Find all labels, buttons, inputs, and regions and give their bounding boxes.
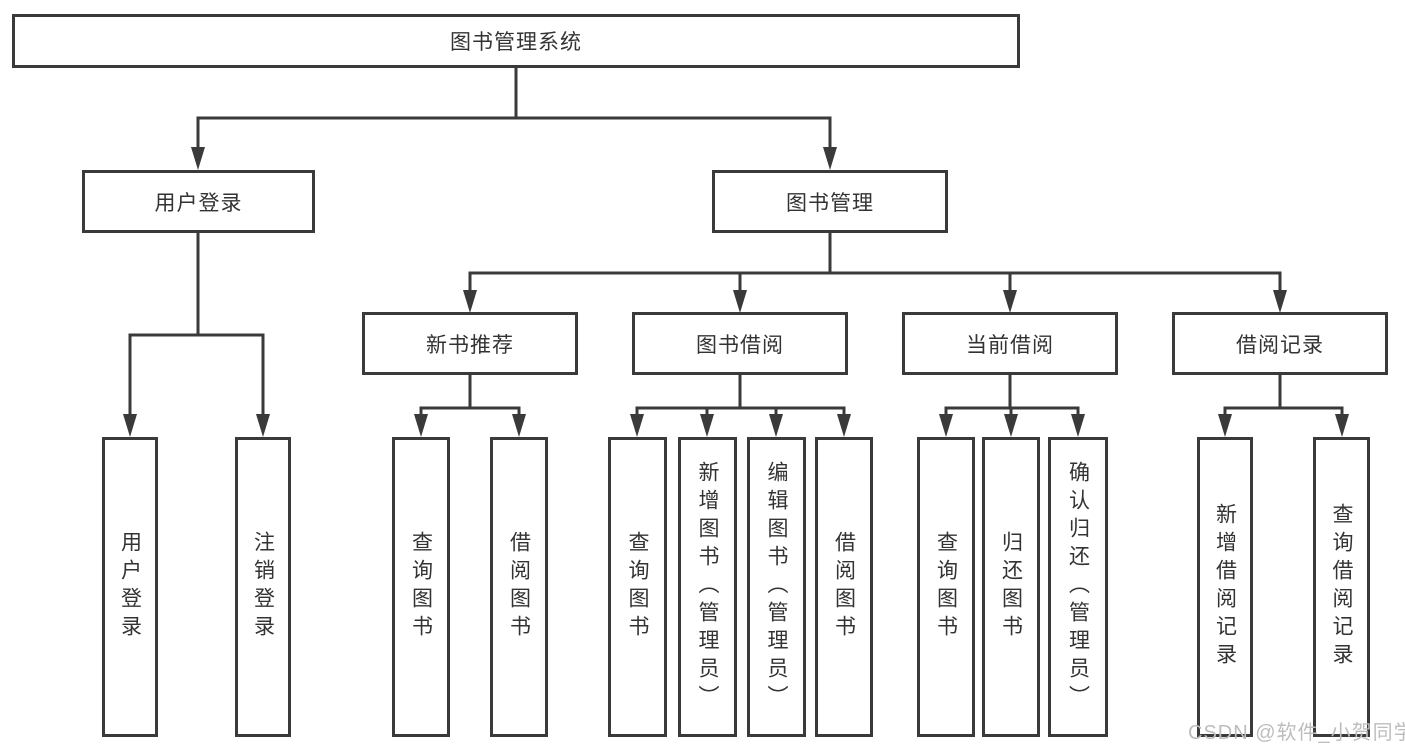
leaf-logout: 注销登录 xyxy=(235,437,291,737)
leaf-br-query-record-label: 查询借阅记录 xyxy=(1330,503,1353,671)
node-user-login: 用户登录 xyxy=(82,170,315,233)
leaf-bb-edit-books-admin: 编辑图书（管理员） xyxy=(747,437,806,737)
leaf-user-login-label: 用户登录 xyxy=(118,531,142,643)
leaf-nb-query-books: 查询图书 xyxy=(392,437,450,737)
node-current-borrow: 当前借阅 xyxy=(902,312,1118,375)
leaf-user-login: 用户登录 xyxy=(102,437,158,737)
leaf-nb-query-books-label: 查询图书 xyxy=(409,531,433,643)
leaf-bb-query-books-label: 查询图书 xyxy=(626,531,649,643)
leaf-cb-return-books-label: 归还图书 xyxy=(999,531,1023,643)
leaf-cb-confirm-return-admin-label: 确认归还（管理员） xyxy=(1066,461,1090,713)
leaf-bb-add-books-admin-label: 新增图书（管理员） xyxy=(696,461,719,713)
leaf-bb-add-books-admin: 新增图书（管理员） xyxy=(678,437,737,737)
leaf-bb-query-books: 查询图书 xyxy=(608,437,667,737)
connector-lines xyxy=(128,68,1344,416)
leaf-cb-confirm-return-admin: 确认归还（管理员） xyxy=(1048,437,1108,737)
node-new-book-recommend: 新书推荐 xyxy=(362,312,578,375)
leaf-br-add-record: 新增借阅记录 xyxy=(1197,437,1253,737)
arrowhead-icons xyxy=(123,147,1349,437)
leaf-nb-borrow-books: 借阅图书 xyxy=(490,437,548,737)
leaf-bb-borrow-books-label: 借阅图书 xyxy=(832,531,856,643)
leaf-bb-borrow-books: 借阅图书 xyxy=(815,437,873,737)
node-book-management: 图书管理 xyxy=(712,170,948,233)
node-root-system: 图书管理系统 xyxy=(12,14,1020,68)
leaf-nb-borrow-books-label: 借阅图书 xyxy=(507,531,531,643)
leaf-br-add-record-label: 新增借阅记录 xyxy=(1213,503,1237,671)
leaf-br-query-record: 查询借阅记录 xyxy=(1313,437,1370,737)
node-book-borrow: 图书借阅 xyxy=(632,312,848,375)
leaf-bb-edit-books-admin-label: 编辑图书（管理员） xyxy=(765,461,788,713)
leaf-cb-query-books: 查询图书 xyxy=(917,437,975,737)
leaf-cb-return-books: 归还图书 xyxy=(982,437,1040,737)
leaf-logout-label: 注销登录 xyxy=(251,531,275,643)
node-borrow-records: 借阅记录 xyxy=(1172,312,1388,375)
watermark: CSDN @软件_小贺同学 xyxy=(1188,722,1405,744)
leaf-cb-query-books-label: 查询图书 xyxy=(934,531,958,643)
